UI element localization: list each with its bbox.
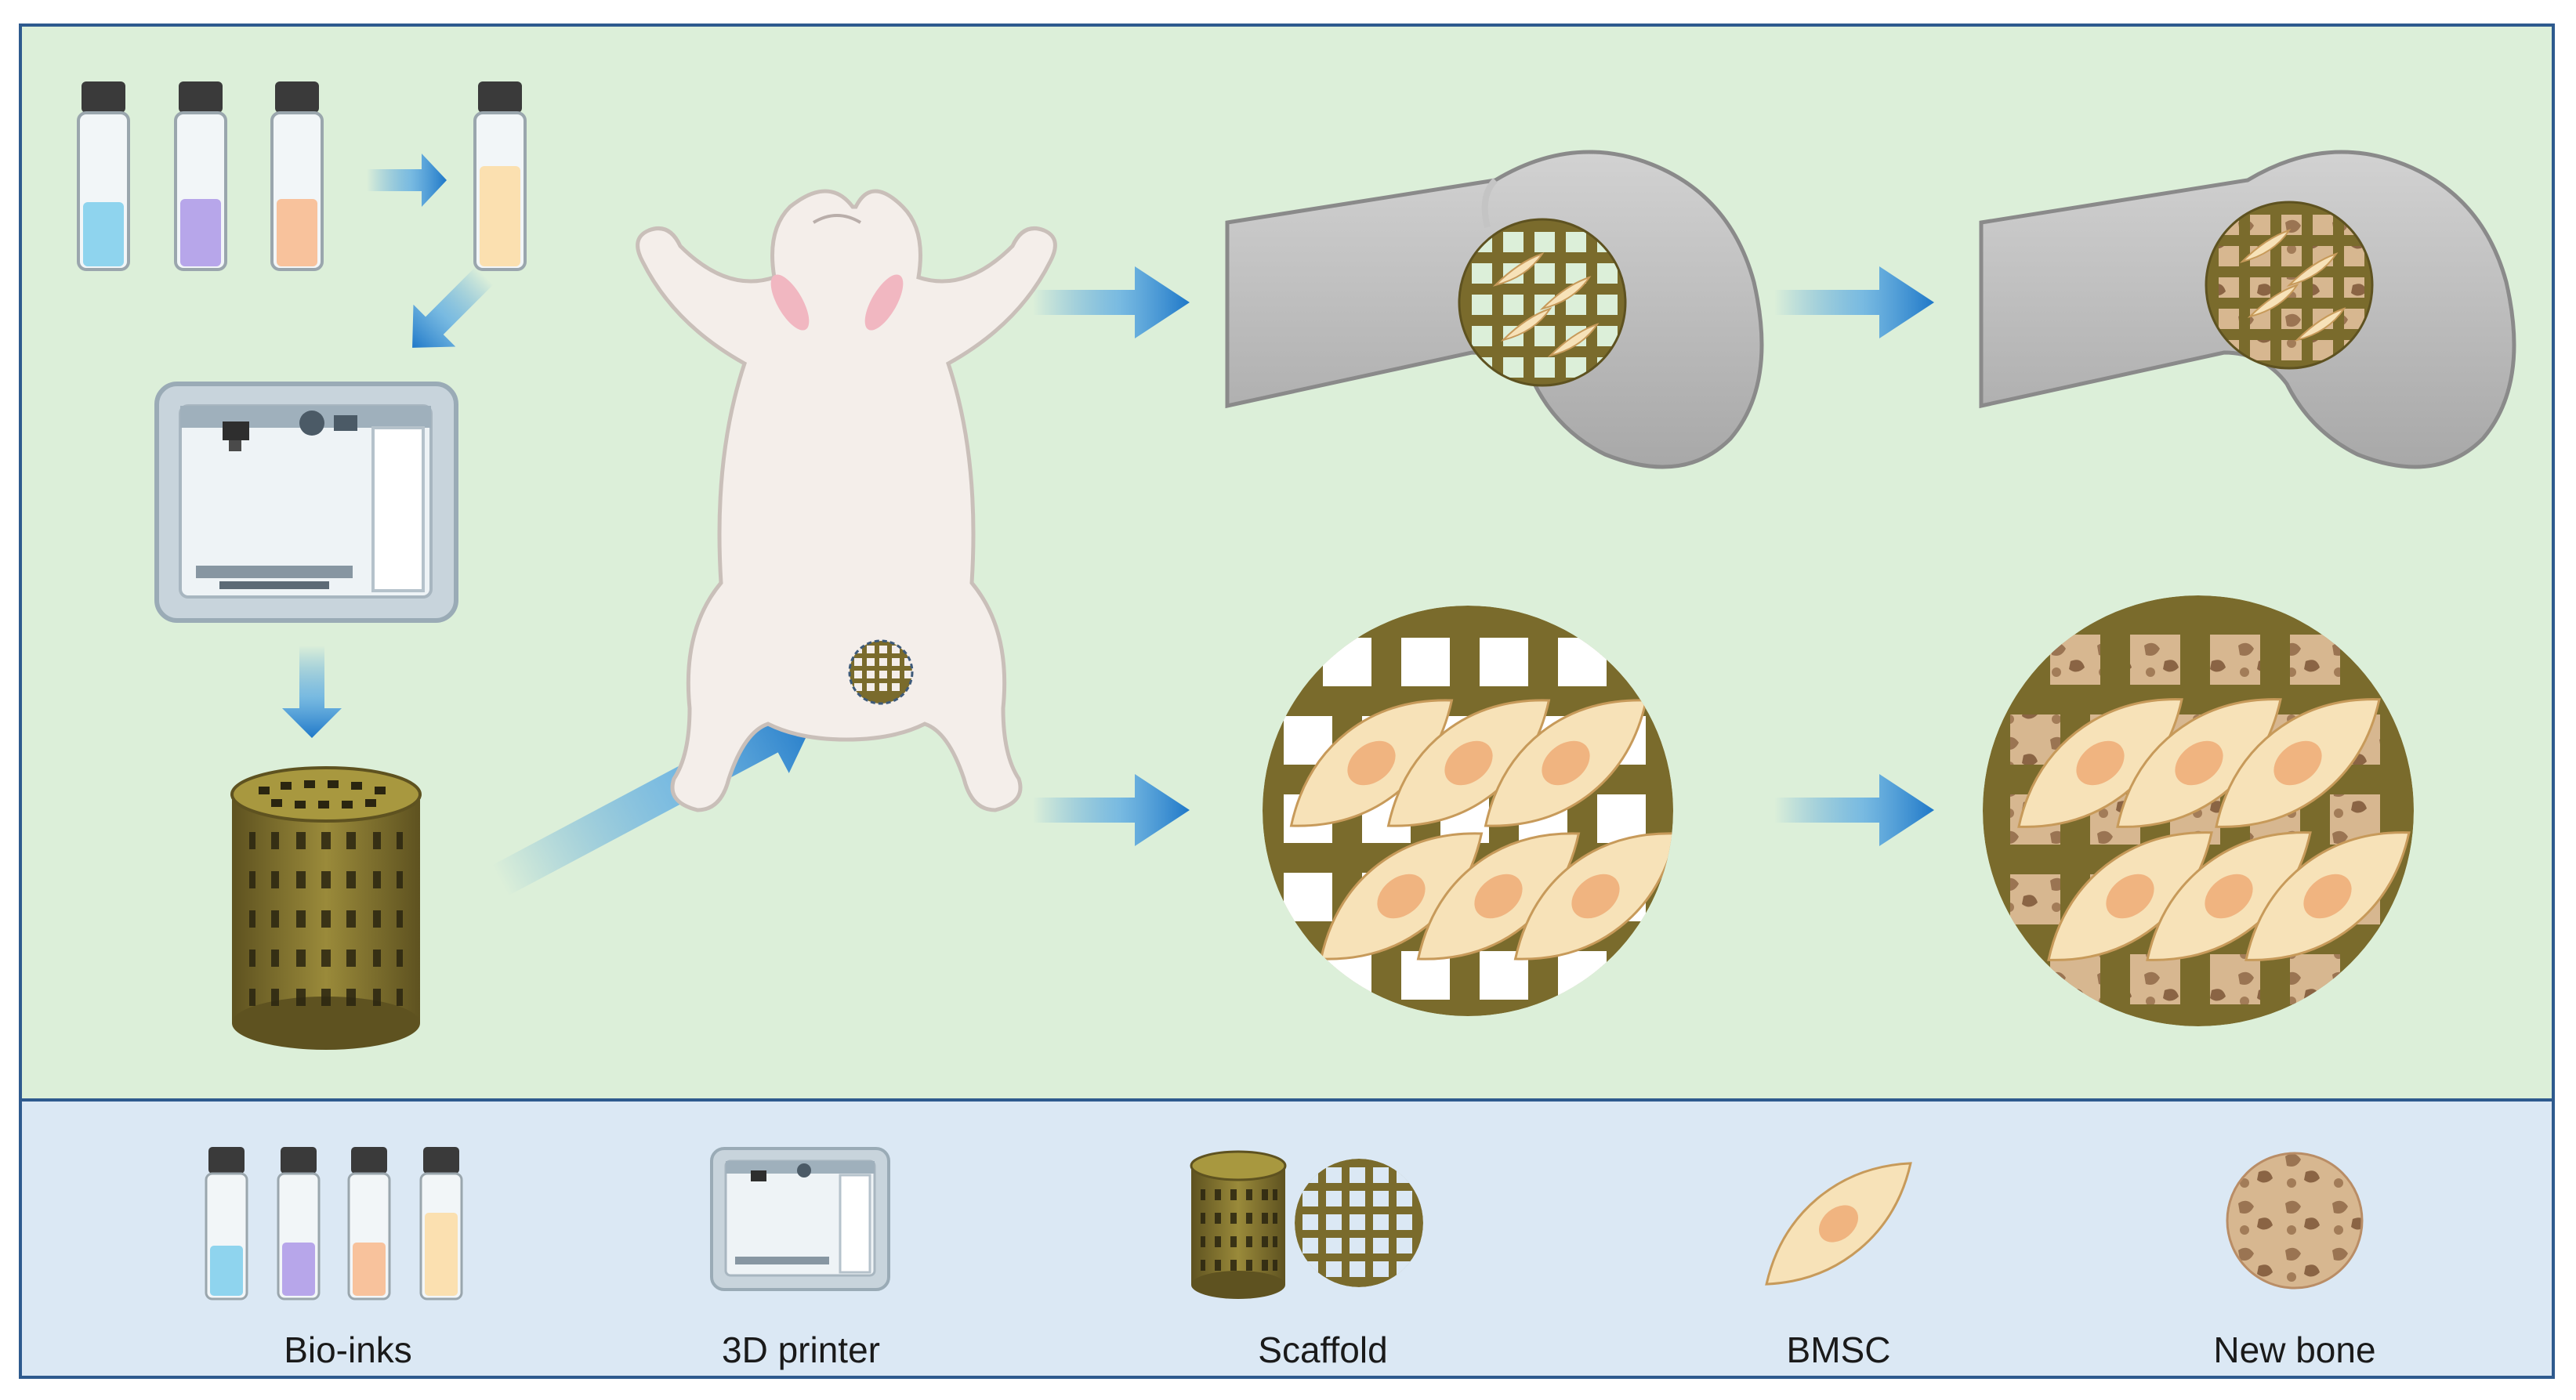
legend-scaffold-cylinder-icon <box>1190 1150 1287 1299</box>
femur-icon <box>1225 150 1764 469</box>
femur-regenerated-icon <box>1979 150 2516 469</box>
legend-bmsc-cell-icon <box>1765 1162 1912 1286</box>
legend-label-bio-inks: Bio-inks <box>284 1329 412 1370</box>
legend-label-bmsc: BMSC <box>1786 1329 1891 1370</box>
legend-vials-icon <box>205 1147 463 1301</box>
legend-printer-icon <box>710 1147 890 1291</box>
rabbit-icon <box>636 189 1057 812</box>
workflow-diagram <box>77 81 2516 1050</box>
3d-printer-icon <box>154 382 458 623</box>
legend-new-bone-icon <box>2226 1152 2364 1290</box>
arrow-rabbit-to-detail-bottom <box>1033 774 1190 846</box>
scaffold-cylinder-icon <box>230 766 422 1050</box>
arrow-detail-to-detail-bottom <box>1774 774 1934 846</box>
workflow-panel <box>22 27 2552 1102</box>
legend-label-3d-printer: 3D printer <box>722 1329 880 1370</box>
figure-frame: Bio-inks 3D printer Scaffold BMSC New bo… <box>19 24 2555 1379</box>
arrow-bone-to-bone-top <box>1774 266 1934 338</box>
legend-icons <box>205 1147 2364 1301</box>
vial-icons <box>77 81 527 271</box>
arrow-mix-to-printer <box>412 266 494 348</box>
arrow-rabbit-to-bone-top <box>1033 266 1190 338</box>
legend-label-new-bone: New bone <box>2213 1329 2376 1370</box>
legend-panel: Bio-inks 3D printer Scaffold BMSC New bo… <box>22 1102 2552 1376</box>
legend-label-scaffold: Scaffold <box>1258 1329 1388 1370</box>
arrow-printer-to-scaffold <box>282 646 342 738</box>
scaffold-detail-cells <box>1263 606 1673 1016</box>
scaffold-detail-new-bone <box>1983 595 2414 1026</box>
arrow-vials-to-mix <box>367 154 447 207</box>
bmsc-cells <box>1289 699 1673 960</box>
legend-scaffold-disc-icon <box>1295 1159 1423 1287</box>
